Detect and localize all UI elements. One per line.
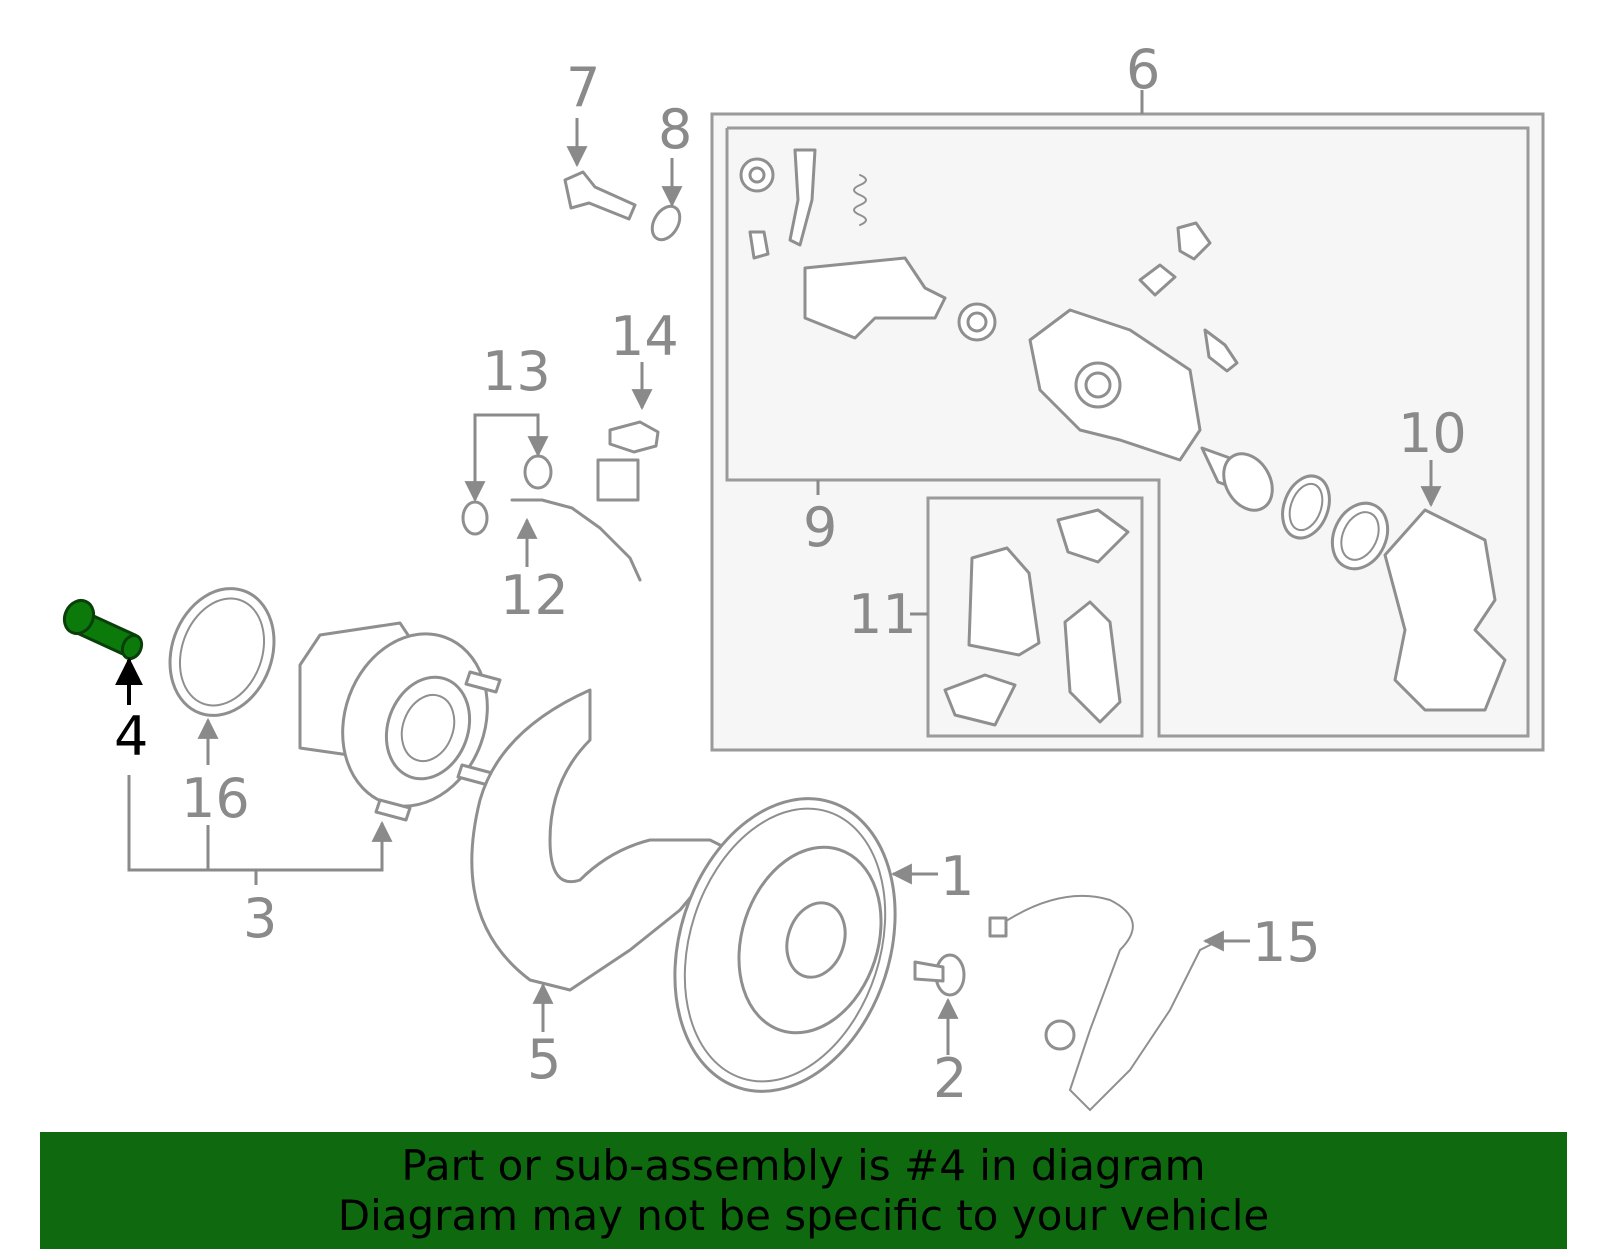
- callout-2: 2: [933, 1047, 967, 1110]
- callout-1: 1: [940, 845, 974, 908]
- brake-rotor: [673, 797, 897, 1093]
- callout-12: 12: [500, 564, 569, 627]
- upper-small-parts: [461, 170, 682, 582]
- callout-14: 14: [610, 305, 679, 368]
- callout-11: 11: [848, 583, 917, 646]
- callout-8: 8: [658, 98, 692, 161]
- dust-shield: [470, 688, 732, 992]
- callout-4: 4: [114, 705, 148, 768]
- banner-line-1: Part or sub-assembly is #4 in diagram: [401, 1140, 1206, 1190]
- info-banner: Part or sub-assembly is #4 in diagram Di…: [40, 1132, 1567, 1249]
- callout-labels: 1 2 3 4 5 6 7 8 9 10 11 12 13 14 15 16: [114, 38, 1467, 1110]
- callout-10: 10: [1398, 402, 1467, 465]
- callout-6: 6: [1126, 38, 1160, 101]
- callout-16: 16: [181, 767, 250, 830]
- callout-7: 7: [566, 56, 600, 119]
- wheel-bolt-highlighted: [62, 598, 144, 661]
- wheel-hub: [298, 621, 502, 822]
- callout-13: 13: [482, 340, 551, 403]
- callout-15: 15: [1252, 911, 1321, 974]
- rotor-screw: [913, 953, 966, 997]
- callout-3: 3: [243, 887, 277, 950]
- leader-lines: [115, 118, 1442, 1055]
- callout-5: 5: [527, 1028, 561, 1091]
- callout-9: 9: [803, 496, 837, 559]
- caliper-components: [739, 148, 1507, 727]
- wheel-speed-sensor: [988, 894, 1221, 1112]
- tone-ring: [168, 587, 276, 717]
- banner-line-2: Diagram may not be specific to your vehi…: [337, 1190, 1270, 1240]
